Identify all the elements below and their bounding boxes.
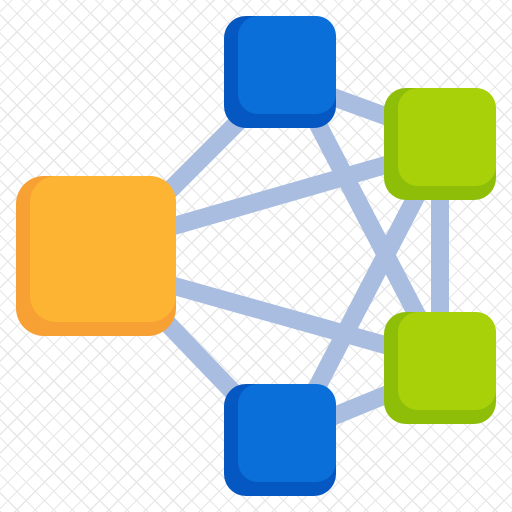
- bottom-blue-node: [224, 384, 336, 496]
- connector-bottom-blue-top-green: [292, 165, 438, 425]
- top-green-node: [384, 88, 496, 200]
- connector-orange-bottom-green: [157, 273, 413, 361]
- top-blue-node: [224, 16, 336, 128]
- orange-node: [16, 176, 176, 336]
- connector-orange-top-green: [157, 149, 413, 239]
- connector-top-blue-bottom-green: [292, 85, 438, 345]
- bottom-green-node: [384, 312, 496, 424]
